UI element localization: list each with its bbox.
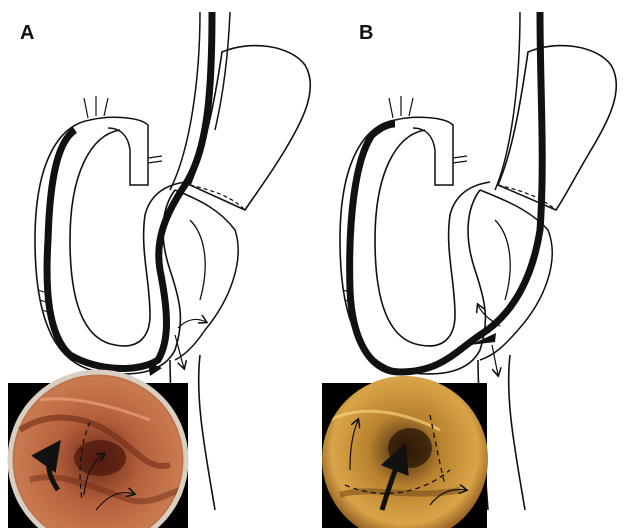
endoscope-path-a xyxy=(47,12,212,368)
endoscopic-view-a xyxy=(8,372,188,528)
endoscopic-view-b xyxy=(322,376,488,528)
stomach-outline-b xyxy=(498,46,616,210)
